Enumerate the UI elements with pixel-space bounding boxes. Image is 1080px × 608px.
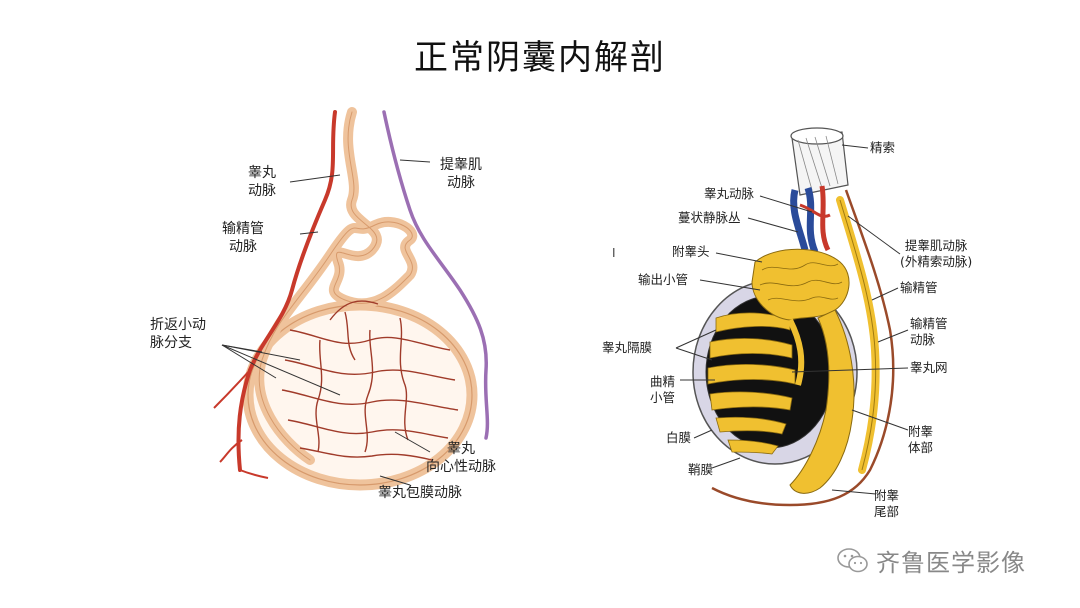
label-tunica-vaginalis: 鞘膜 [688,462,713,478]
watermark: 齐鲁医学影像 [836,543,1026,578]
label-epididymis-tail: 附睾 尾部 [874,488,899,520]
label-efferent-ducts: 输出小管 [638,272,688,288]
label-spermatic-cord: 精索 [870,140,895,156]
label-centripetal-artery: 睾丸 向心性动脉 [426,440,496,476]
watermark-text: 齐鲁医学影像 [876,543,1026,578]
stray-mark: I [612,246,616,260]
label-vas-deferens: 输精管 [900,280,938,296]
label-tunica-albuginea: 白膜 [666,430,691,446]
label-testicular-artery-left: 睾丸 动脉 [248,164,276,200]
label-rete-testis: 睾丸网 [910,360,948,376]
label-deferential-artery-left: 输精管 动脉 [222,220,264,256]
wechat-icon [836,547,870,575]
label-epididymis-body: 附睾 体部 [908,424,933,456]
label-cremasteric-artery-right: 提睾肌动脉 (外精索动脉) [900,238,972,270]
label-seminiferous-tubules: 曲精 小管 [650,374,675,406]
label-epididymis-head: 附睾头 [672,244,710,260]
right-testis-cross-section-diagram [676,128,908,505]
label-recurrent-branches: 折返小动 脉分支 [150,316,206,352]
label-capsular-artery: 睾丸包膜动脉 [378,484,462,502]
label-septa: 睾丸隔膜 [602,340,652,356]
label-cremasteric-artery-left: 提睾肌 动脉 [440,156,482,192]
label-deferential-artery-right: 输精管 动脉 [910,316,948,348]
label-testicular-artery-right: 睾丸动脉 [704,186,754,202]
pampiniform-plexus [794,186,830,252]
label-pampiniform-plexus: 蔓状静脉丛 [678,210,741,226]
